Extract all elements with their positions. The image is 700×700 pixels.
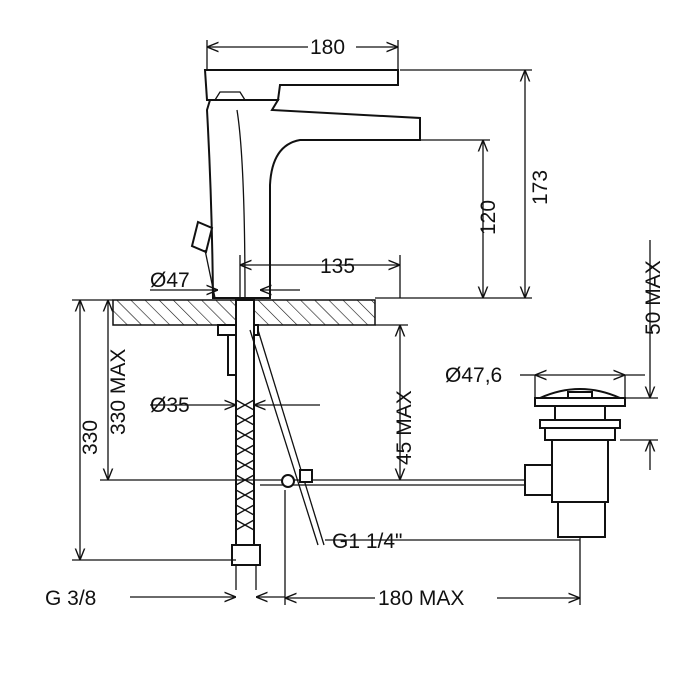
- dim-hose-thread: G 3/8: [45, 587, 96, 610]
- dim-drain-diameter: Ø47,6: [445, 364, 502, 387]
- dim-total-height: 173: [529, 170, 552, 205]
- popup-rod: [249, 329, 525, 546]
- dim-base-diameter: Ø47: [150, 269, 190, 292]
- dim-spout-height: 120: [477, 200, 500, 235]
- dim-spout-reach: 135: [320, 255, 355, 278]
- dim-counter-max: 45 MAX: [393, 390, 416, 465]
- dim-hose-length: 330: [79, 420, 102, 455]
- dim-rod-max: 180 MAX: [378, 587, 464, 610]
- dim-hose-max: 330 MAX: [107, 349, 130, 435]
- drain-waste: [524, 388, 626, 538]
- supply-hose: [217, 299, 261, 590]
- dim-top-width: 180: [310, 36, 345, 59]
- dim-hole-diameter: Ø35: [150, 394, 190, 417]
- dim-drain-thread: G1 1/4": [332, 530, 403, 553]
- faucet-body: [190, 69, 421, 299]
- dim-drain-adjust: 50 MAX: [642, 260, 665, 335]
